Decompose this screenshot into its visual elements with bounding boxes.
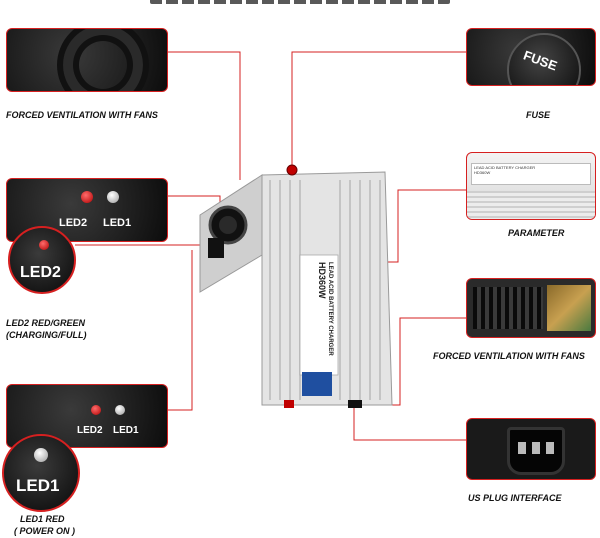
caption-fans-top: FORCED VENTILATION WITH FANS <box>6 110 158 120</box>
led1-grey-indicator <box>107 191 119 203</box>
parameter-closeup: LEAD ACID BATTERY CHARGER HD360W <box>466 152 596 220</box>
plug-closeup <box>466 418 596 480</box>
caption-plug: US PLUG INTERFACE <box>468 493 562 503</box>
led2-label-small-b: LED2 <box>77 425 103 436</box>
led2-zoom-label: LED2 <box>20 264 61 281</box>
led2-zoom-circle: LED2 <box>8 226 76 294</box>
fuse-closeup: FUSE <box>466 28 596 86</box>
led1-label-small: LED1 <box>103 217 132 229</box>
led1-zoom-circle: LED1 <box>2 434 80 512</box>
caption-parameter: PARAMETER <box>508 228 565 238</box>
led1-label-small-b: LED1 <box>113 425 139 436</box>
caption-led1-line1: LED1 RED <box>20 514 65 524</box>
vent-slots <box>473 287 543 329</box>
caption-led2-line1: LED2 RED/GREEN <box>6 318 86 328</box>
led2-red-indicator <box>81 191 93 203</box>
led2-closeup: LED2 LED1 <box>6 178 168 242</box>
led2-zoom-indicator <box>39 240 49 250</box>
led2-red-indicator-b <box>91 405 101 415</box>
circuit-board <box>547 285 591 331</box>
caption-fuse: FUSE <box>526 110 551 120</box>
led1-zoom-indicator <box>34 448 48 462</box>
led1-grey-indicator-b <box>115 405 125 415</box>
fin-lines <box>467 191 595 219</box>
fan-icon <box>57 29 149 91</box>
plug-socket-icon <box>507 427 565 475</box>
fan-closeup-left <box>6 28 168 92</box>
caption-fans-right: FORCED VENTILATION WITH FANS <box>433 351 585 361</box>
led1-zoom-label: LED1 <box>16 476 60 495</box>
top-cropped-text <box>150 0 450 4</box>
led2-label-small: LED2 <box>59 217 88 229</box>
charger-label-line-1: LEAD ACID BATTERY CHARGER <box>327 262 333 356</box>
sticker-line-2: HD360W <box>474 170 491 175</box>
label-sticker: LEAD ACID BATTERY CHARGER HD360W <box>471 163 591 185</box>
charger-label-text: LEAD ACID BATTERY CHARGER HD360W <box>316 262 334 382</box>
caption-led1-line2: ( POWER ON ) <box>14 526 75 536</box>
fan-closeup-right <box>466 278 596 338</box>
caption-led2-line2: (CHARGING/FULL) <box>6 330 87 340</box>
charger-label-line-2: HD360W <box>317 262 327 299</box>
sticker-line-1: LEAD ACID BATTERY CHARGER <box>474 165 536 170</box>
